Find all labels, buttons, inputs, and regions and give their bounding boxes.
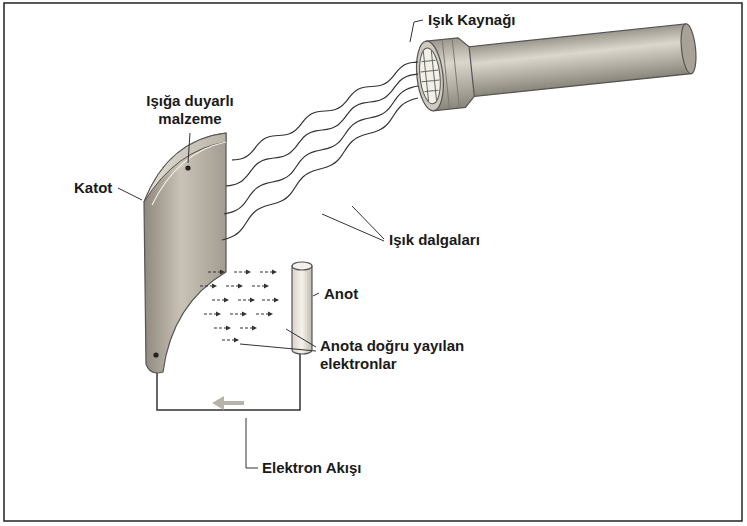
anode-label: Anot (324, 285, 358, 303)
electron-arrow (262, 298, 279, 303)
anode (292, 262, 312, 354)
circuit-wire (157, 352, 300, 410)
electron-arrow (256, 312, 273, 317)
frame (4, 3, 742, 521)
waves-label: Işık dalgaları (389, 231, 480, 249)
light-source (413, 13, 699, 112)
electron-arrow (222, 338, 239, 343)
electron-arrow (204, 312, 221, 317)
light-wave (224, 86, 418, 214)
electron-arrow (252, 284, 269, 289)
cathode (144, 133, 226, 373)
electron-arrow (208, 270, 225, 275)
flow-arrow (212, 396, 244, 410)
electron-arrow (230, 312, 247, 317)
electron-arrow (214, 326, 231, 331)
light-waves (222, 62, 418, 240)
electron-arrow (240, 326, 257, 331)
light-wave (226, 74, 418, 186)
electron-arrow (234, 270, 251, 275)
flow-label: Elektron Akışı (262, 459, 361, 477)
electron-arrow (260, 270, 277, 275)
electron-arrow (212, 298, 229, 303)
material-label: Işığa duyarlı malzeme (122, 92, 258, 128)
source-label: Işık Kaynağı (428, 11, 516, 29)
electron-arrow (200, 284, 217, 289)
emitted-electrons (200, 270, 279, 343)
cathode-label: Katot (74, 179, 112, 197)
light-wave (232, 62, 418, 160)
electron-arrow (238, 298, 255, 303)
leader-lines (118, 20, 423, 468)
electron-arrow (226, 284, 243, 289)
electrons-label: Anota doğru yayılan elektronlar (320, 337, 480, 373)
light-wave (222, 98, 418, 240)
